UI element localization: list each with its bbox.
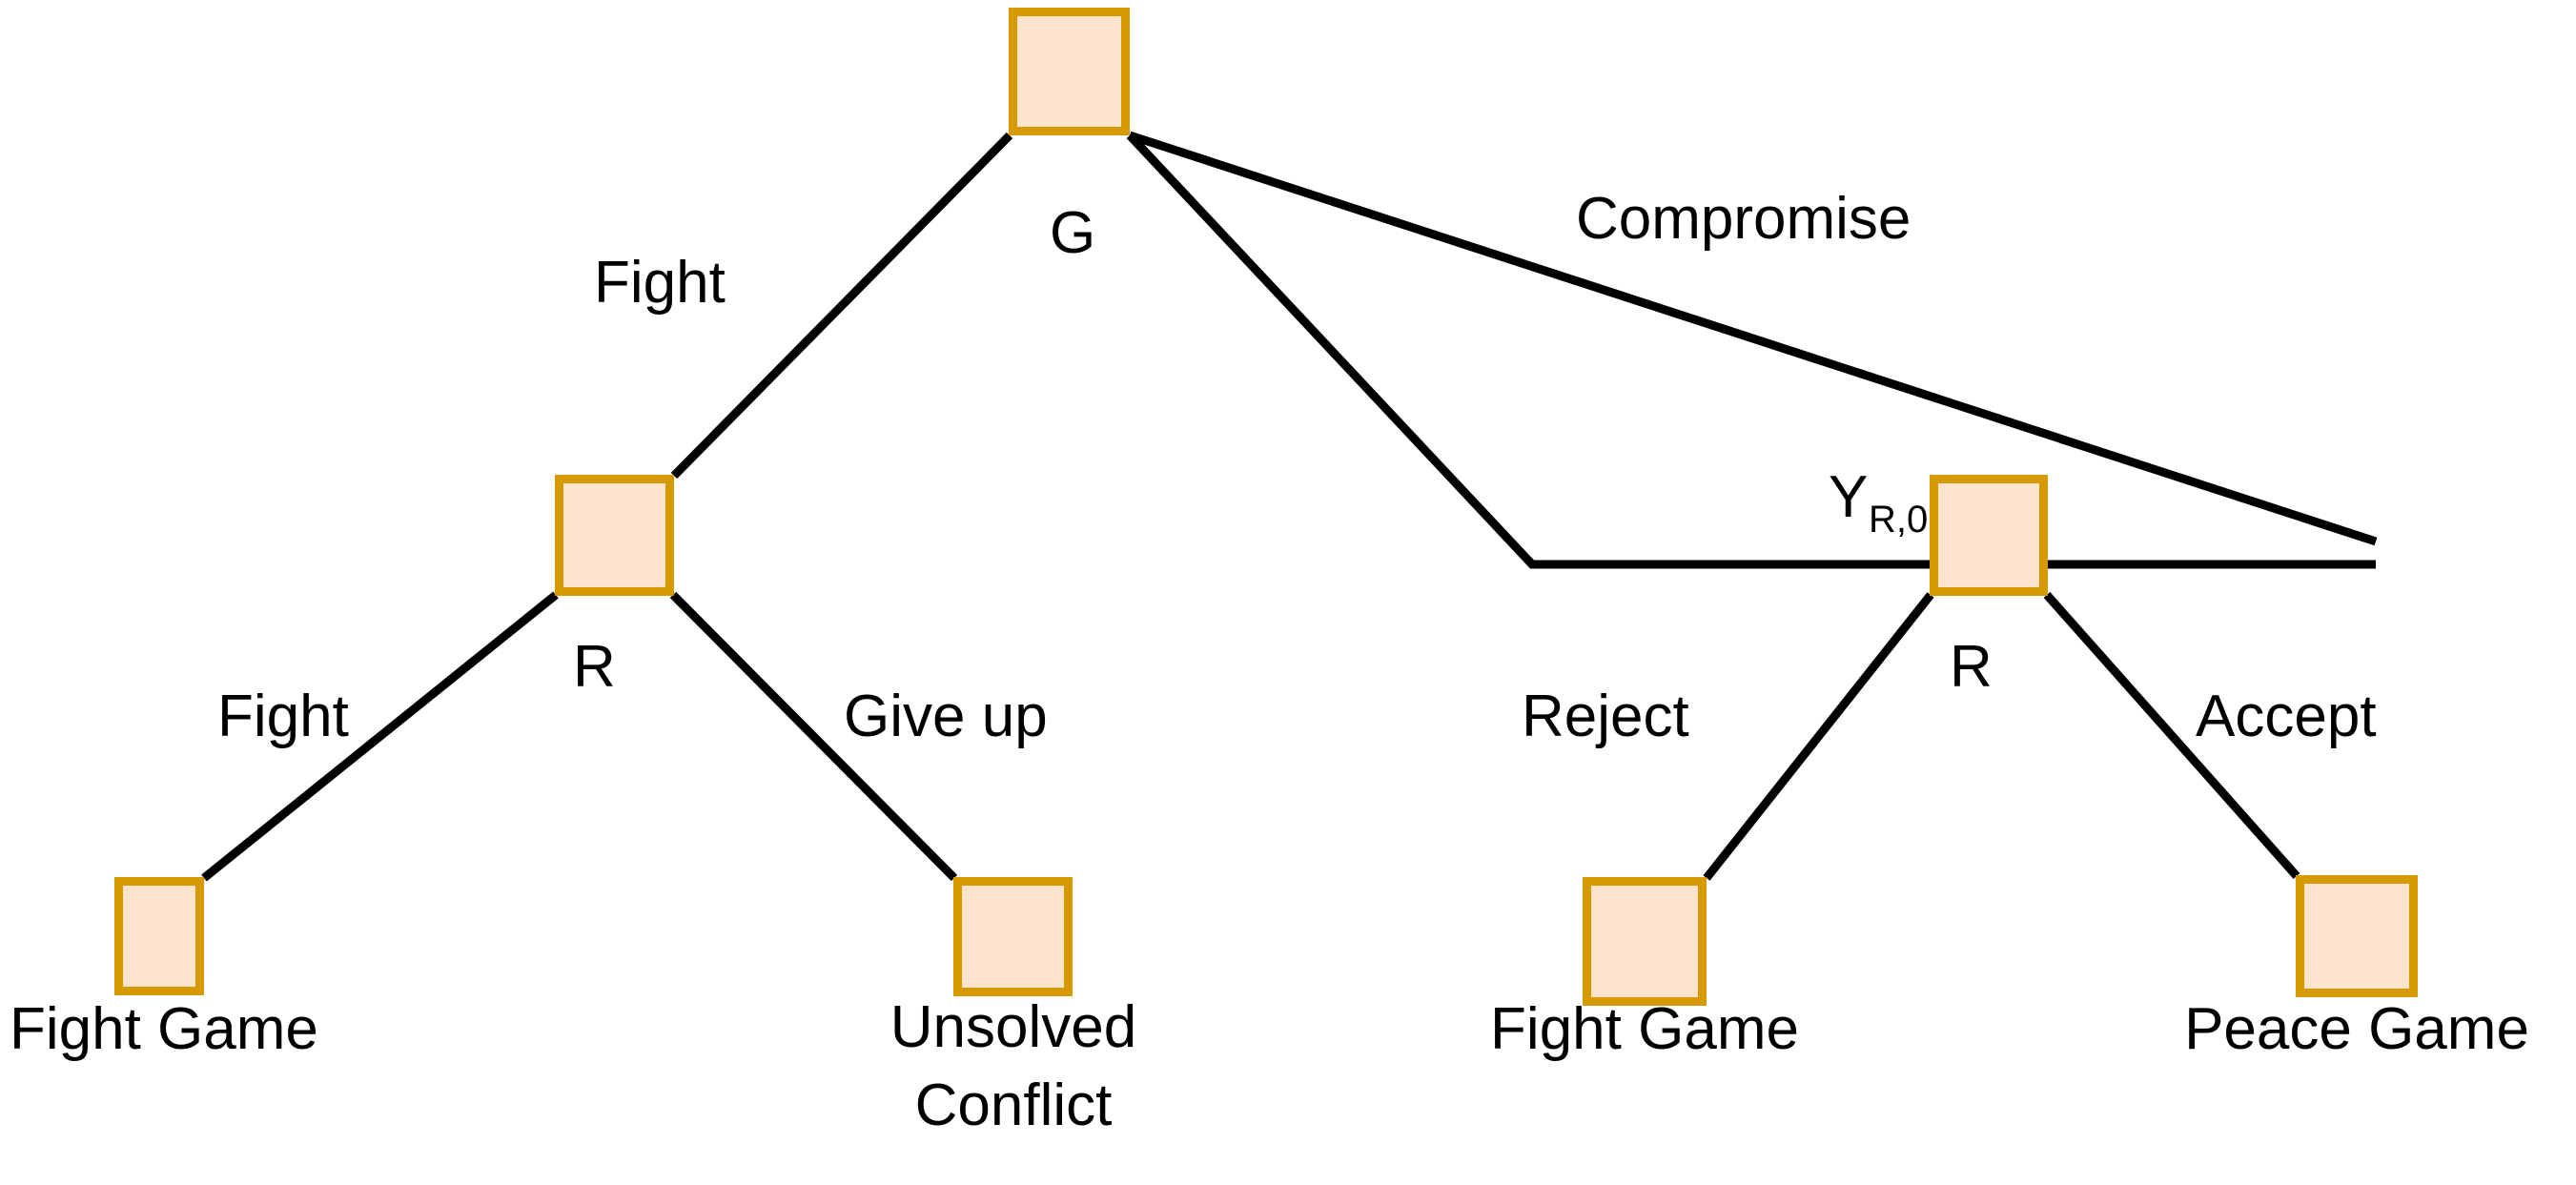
label-edge-fight-top: Fight [594, 250, 726, 316]
label-outcome-peace-game: Peace Game [2184, 996, 2529, 1062]
label-outcome-unsolved: Unsolved [890, 994, 1136, 1060]
nodes-layer [114, 8, 2418, 1006]
label-outcome-conflict: Conflict [915, 1073, 1113, 1138]
label-player-right-r: R [1950, 634, 1993, 700]
node-leaf-peace-game[interactable] [2296, 875, 2418, 997]
node-leaf-fight-game-right[interactable] [1583, 877, 1707, 1006]
edges-layer [201, 131, 2378, 882]
edge-to-infoset [1126, 132, 1930, 569]
label-infoset-y: Y [1829, 464, 1868, 530]
edge-reject [1703, 592, 1934, 881]
edge-give-up [669, 591, 958, 882]
edge-compromise [1128, 131, 2378, 546]
label-player-left-r: R [573, 634, 616, 700]
label-edge-fight-left: Fight [217, 684, 349, 749]
label-outcome-fight-game-left: Fight Game [10, 996, 318, 1062]
labels-layer: G R R Y R,0 Fight Compromise Fight Give … [10, 186, 2529, 1138]
label-outcome-fight-game-right: Fight Game [1490, 996, 1799, 1062]
node-leaf-unsolved-conflict[interactable] [953, 877, 1073, 996]
edge-fight-top [670, 132, 1013, 480]
label-edge-accept: Accept [2196, 684, 2377, 749]
node-left-r[interactable] [555, 475, 674, 596]
node-root-g[interactable] [1009, 8, 1130, 135]
label-edge-give-up: Give up [844, 684, 1048, 749]
edge-fight-left [201, 591, 559, 882]
node-leaf-fight-game-left[interactable] [114, 877, 204, 995]
node-right-r[interactable] [1930, 475, 2048, 596]
label-edge-compromise: Compromise [1576, 186, 1911, 252]
edge-accept [2043, 592, 2300, 879]
label-edge-reject: Reject [1522, 684, 1689, 749]
label-player-root-g: G [1050, 200, 1095, 266]
label-infoset-subscript: R,0 [1869, 499, 1928, 541]
